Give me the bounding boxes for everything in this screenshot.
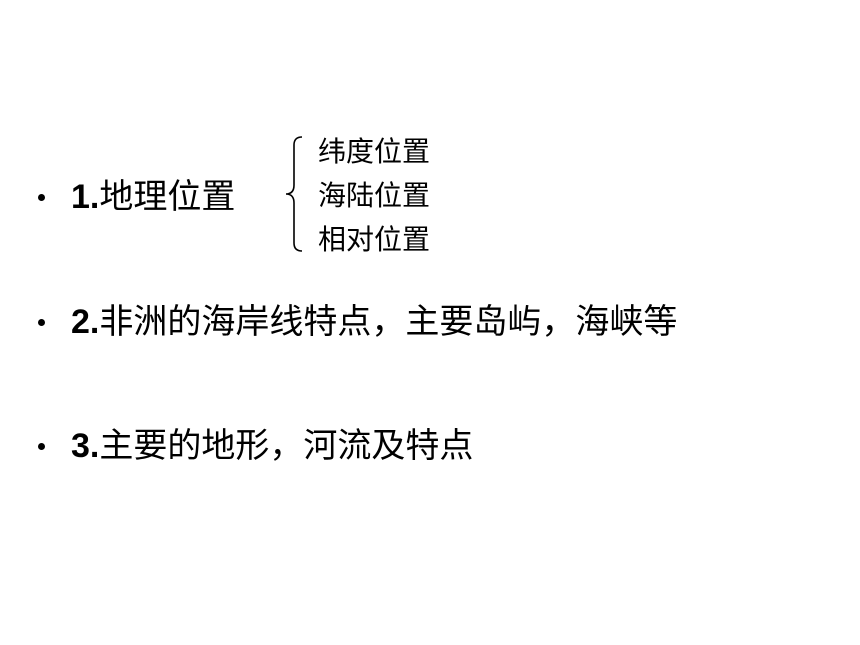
item-2-text: 2.非洲的海岸线特点，主要岛屿，海峡等: [71, 302, 677, 342]
sub-item-relative: 相对位置: [318, 223, 431, 256]
item-3-text: 3.主要的地形，河流及特点: [71, 426, 473, 466]
sub-list: 纬度位置 海陆位置 相对位置: [318, 130, 430, 262]
sub-item-land-sea: 海陆位置: [318, 179, 431, 212]
item-1-number: 1.: [71, 178, 100, 216]
item-2-number: 2.: [71, 303, 100, 341]
bullet-dot: [38, 194, 45, 201]
item-1-text: 1.地理位置: [71, 177, 235, 217]
item-3-number: 3.: [71, 427, 100, 465]
item-1-label: 地理位置: [99, 177, 236, 217]
sub-item-latitude: 纬度位置: [318, 135, 431, 168]
curly-brace: [285, 136, 303, 252]
bullet-dot: [38, 443, 45, 450]
item-3-label: 主要的地形，河流及特点: [99, 426, 474, 466]
bullet-dot: [38, 319, 45, 326]
item-2-label: 非洲的海岸线特点，主要岛屿，海峡等: [99, 302, 678, 342]
